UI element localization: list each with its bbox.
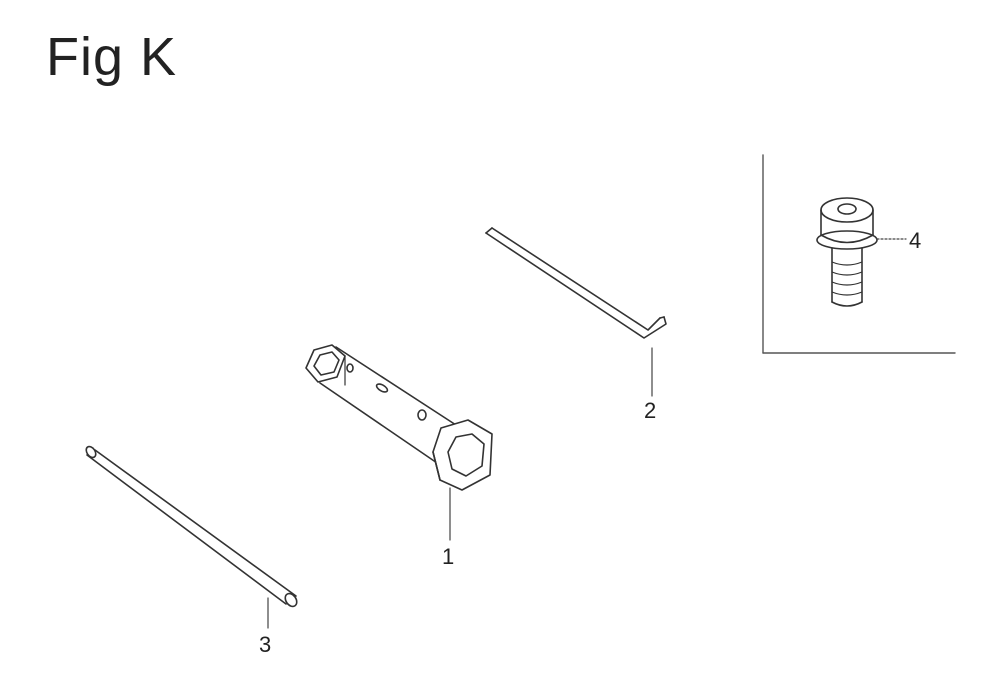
leader-lines bbox=[267, 238, 907, 629]
figure-title: Fig K bbox=[46, 27, 178, 87]
callout-3: 3 bbox=[259, 632, 272, 657]
plug-wrench-drawing bbox=[305, 344, 493, 491]
callout-2: 2 bbox=[644, 398, 657, 423]
hex-key-drawing bbox=[485, 227, 667, 339]
inset-frame bbox=[762, 154, 956, 354]
tommy-bar-drawing bbox=[85, 445, 298, 608]
callout-4: 4 bbox=[909, 228, 922, 253]
cap-screw-drawing bbox=[816, 197, 878, 307]
callout-1: 1 bbox=[442, 544, 455, 569]
